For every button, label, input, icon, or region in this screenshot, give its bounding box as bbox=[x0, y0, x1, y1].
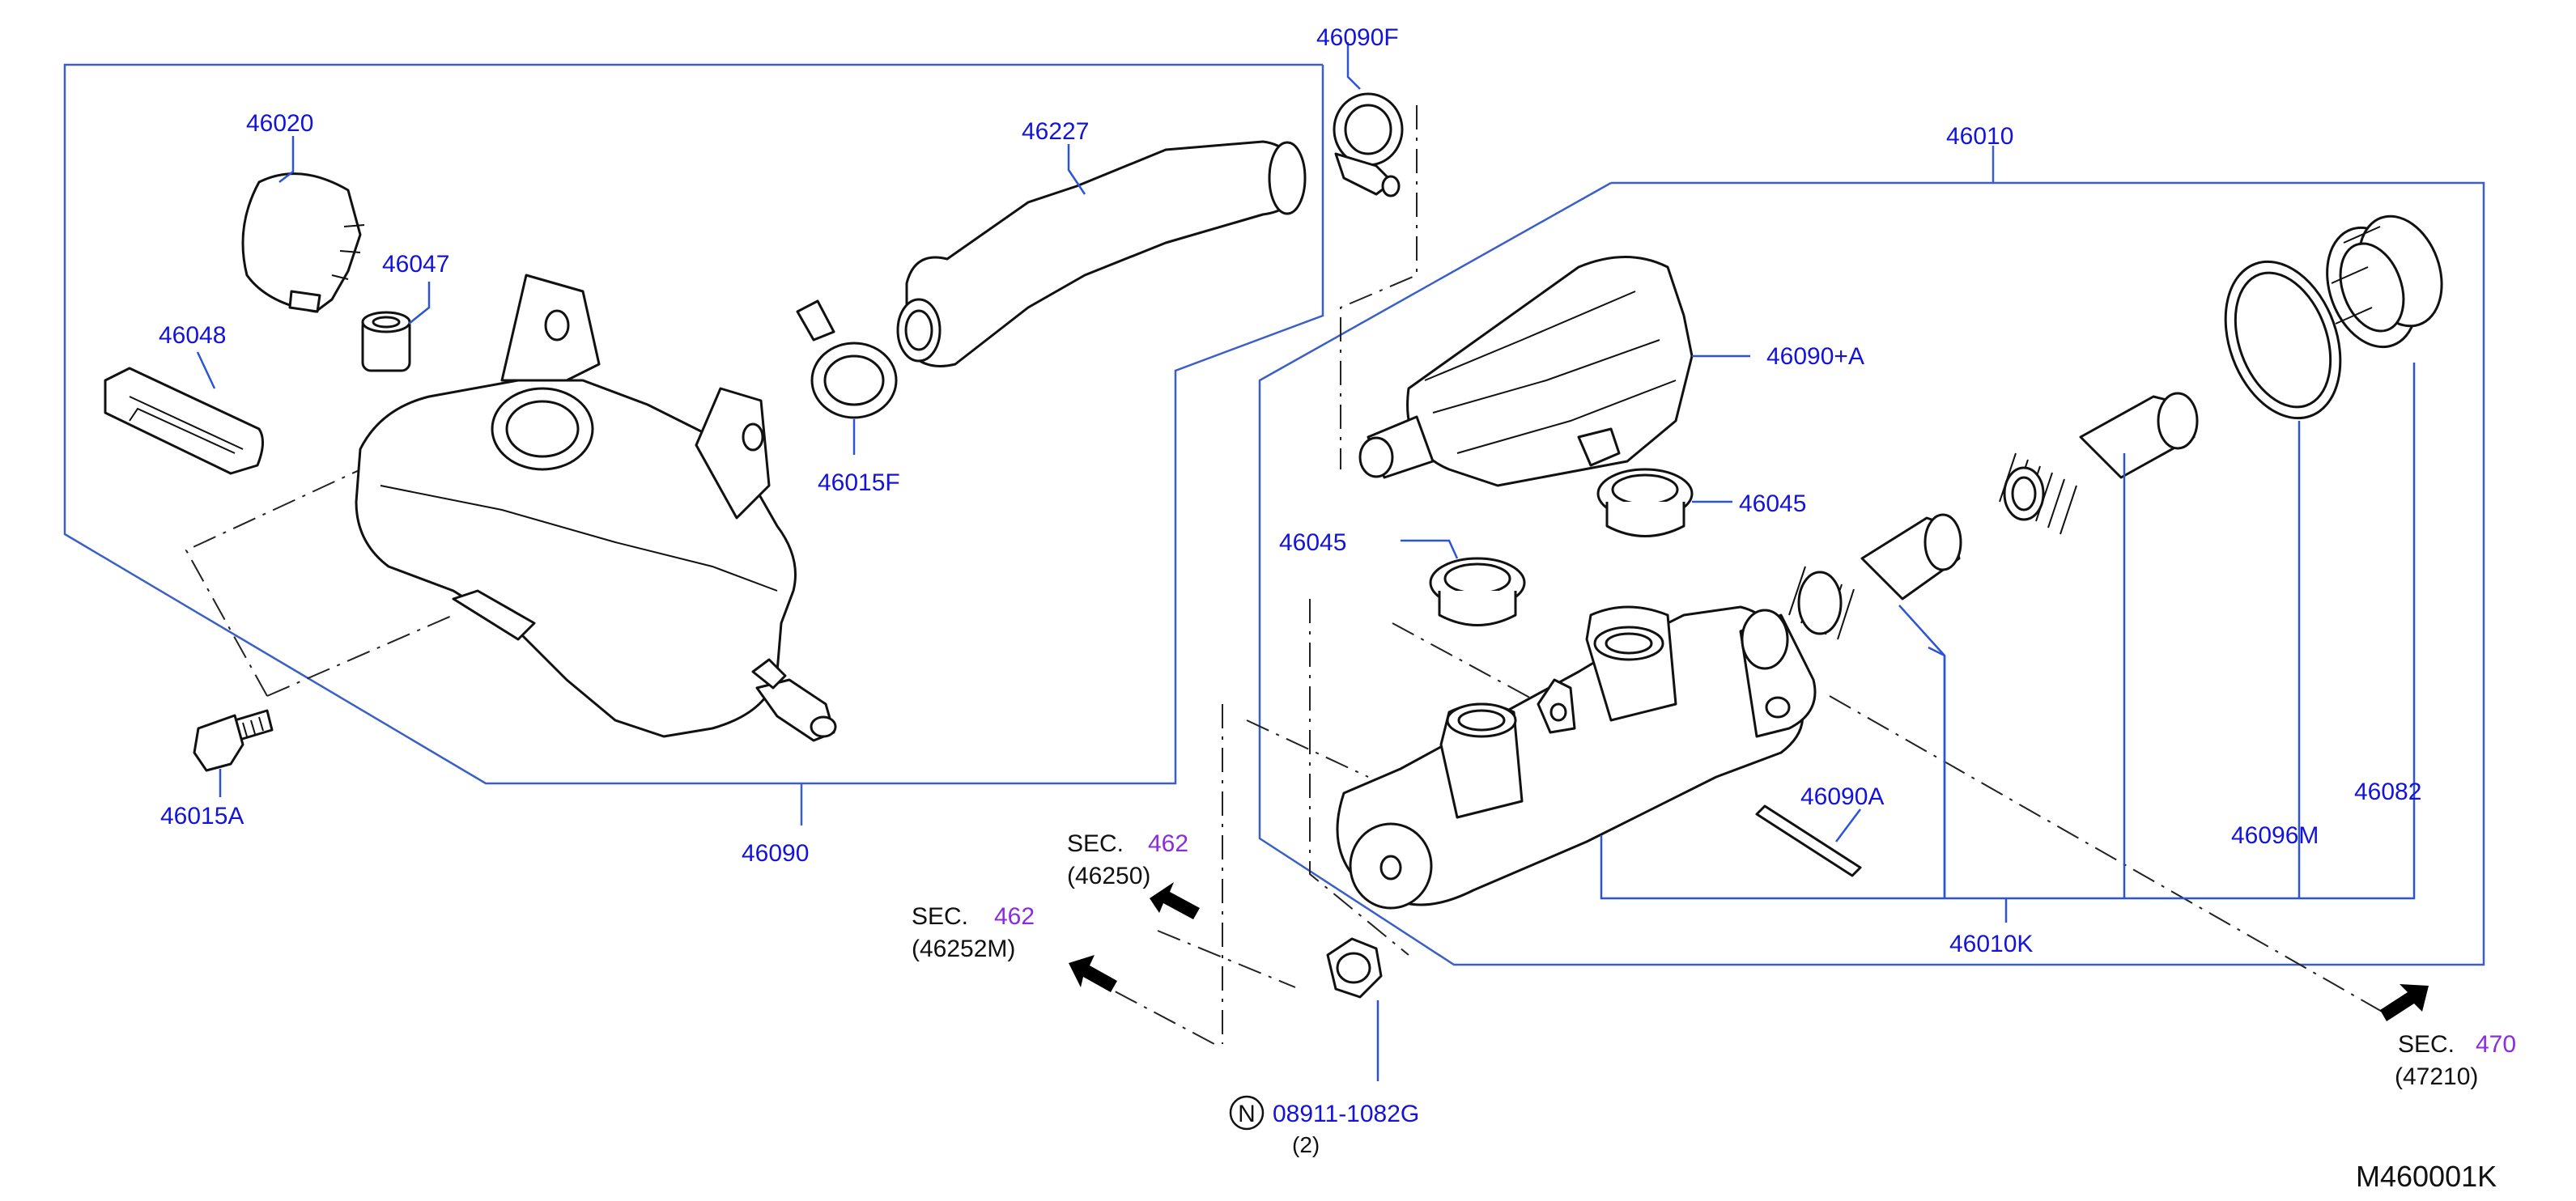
label-46227: 46227 bbox=[1022, 118, 1089, 145]
label-46010K: 46010K bbox=[1949, 931, 2033, 957]
sec2-number: 462 bbox=[994, 903, 1035, 930]
reservoir-tank-46090 bbox=[355, 274, 837, 742]
o-ring-46096M bbox=[2224, 260, 2342, 420]
piston-kit-46010K bbox=[1788, 392, 2199, 640]
label-46010: 46010 bbox=[1946, 123, 2013, 150]
hose-clamp-46015F bbox=[796, 299, 898, 419]
master-cylinder-body-46010 bbox=[1336, 605, 1817, 910]
sec2-arrow bbox=[1069, 955, 1117, 992]
nut-symbol-letter: N bbox=[1238, 1101, 1256, 1127]
nut-symbol-circle bbox=[1229, 1095, 1265, 1131]
bolt-46015A bbox=[193, 709, 274, 772]
nut-quantity: (2) bbox=[1292, 1132, 1320, 1157]
label-46082: 46082 bbox=[2354, 779, 2421, 805]
label-46090F: 46090F bbox=[1316, 24, 1399, 51]
seal-46045-upper bbox=[1596, 468, 1694, 537]
label-46096M: 46096M bbox=[2231, 822, 2319, 849]
nut-08911-1082G bbox=[1326, 937, 1383, 999]
sec3-arrow bbox=[2380, 984, 2429, 1021]
label-08911-1082G: 08911-1082G bbox=[1273, 1101, 1419, 1127]
master-cylinder-group-outline bbox=[1258, 181, 2485, 966]
label-46045-lower: 46045 bbox=[1279, 529, 1346, 556]
sec1-ref: (46250) bbox=[1067, 863, 1150, 889]
section-arrows bbox=[1069, 882, 2429, 1021]
sec3-ref: (47210) bbox=[2395, 1063, 2478, 1090]
sec1-number: 462 bbox=[1148, 830, 1188, 857]
sec3-number: 470 bbox=[2476, 1031, 2516, 1058]
sec1-word: SEC. bbox=[1067, 830, 1124, 857]
reservoir-cover-46090plusA bbox=[1358, 256, 1694, 487]
sec2-ref: (46252M) bbox=[912, 936, 1015, 962]
sec3-word: SEC. bbox=[2398, 1031, 2455, 1058]
label-46048: 46048 bbox=[159, 322, 226, 349]
label-46045-upper: 46045 bbox=[1739, 490, 1806, 517]
label-46015A: 46015A bbox=[160, 803, 244, 830]
diagram-id: M460001K bbox=[2356, 1160, 2497, 1193]
hose-clamp-46090F bbox=[1333, 92, 1404, 197]
reservoir-group-outline bbox=[63, 63, 1324, 785]
label-46090A: 46090A bbox=[1800, 783, 1884, 810]
reservoir-cap-46020 bbox=[241, 172, 365, 313]
leader-lines bbox=[196, 42, 2416, 1081]
bracket-46048 bbox=[104, 367, 264, 475]
label-46090plusA: 46090+A bbox=[1766, 343, 1864, 370]
grommet-46082 bbox=[2326, 214, 2443, 349]
label-46090: 46090 bbox=[742, 840, 809, 867]
sec1-arrow bbox=[1150, 882, 1200, 919]
sec2-word: SEC. bbox=[912, 903, 968, 930]
label-46020: 46020 bbox=[246, 110, 313, 137]
label-46047: 46047 bbox=[382, 251, 449, 278]
grommet-46047 bbox=[361, 311, 411, 372]
hose-46227 bbox=[896, 140, 1307, 367]
pin-46090A bbox=[1755, 804, 1862, 877]
label-46015F: 46015F bbox=[818, 469, 900, 496]
seal-46045-lower bbox=[1429, 557, 1526, 626]
